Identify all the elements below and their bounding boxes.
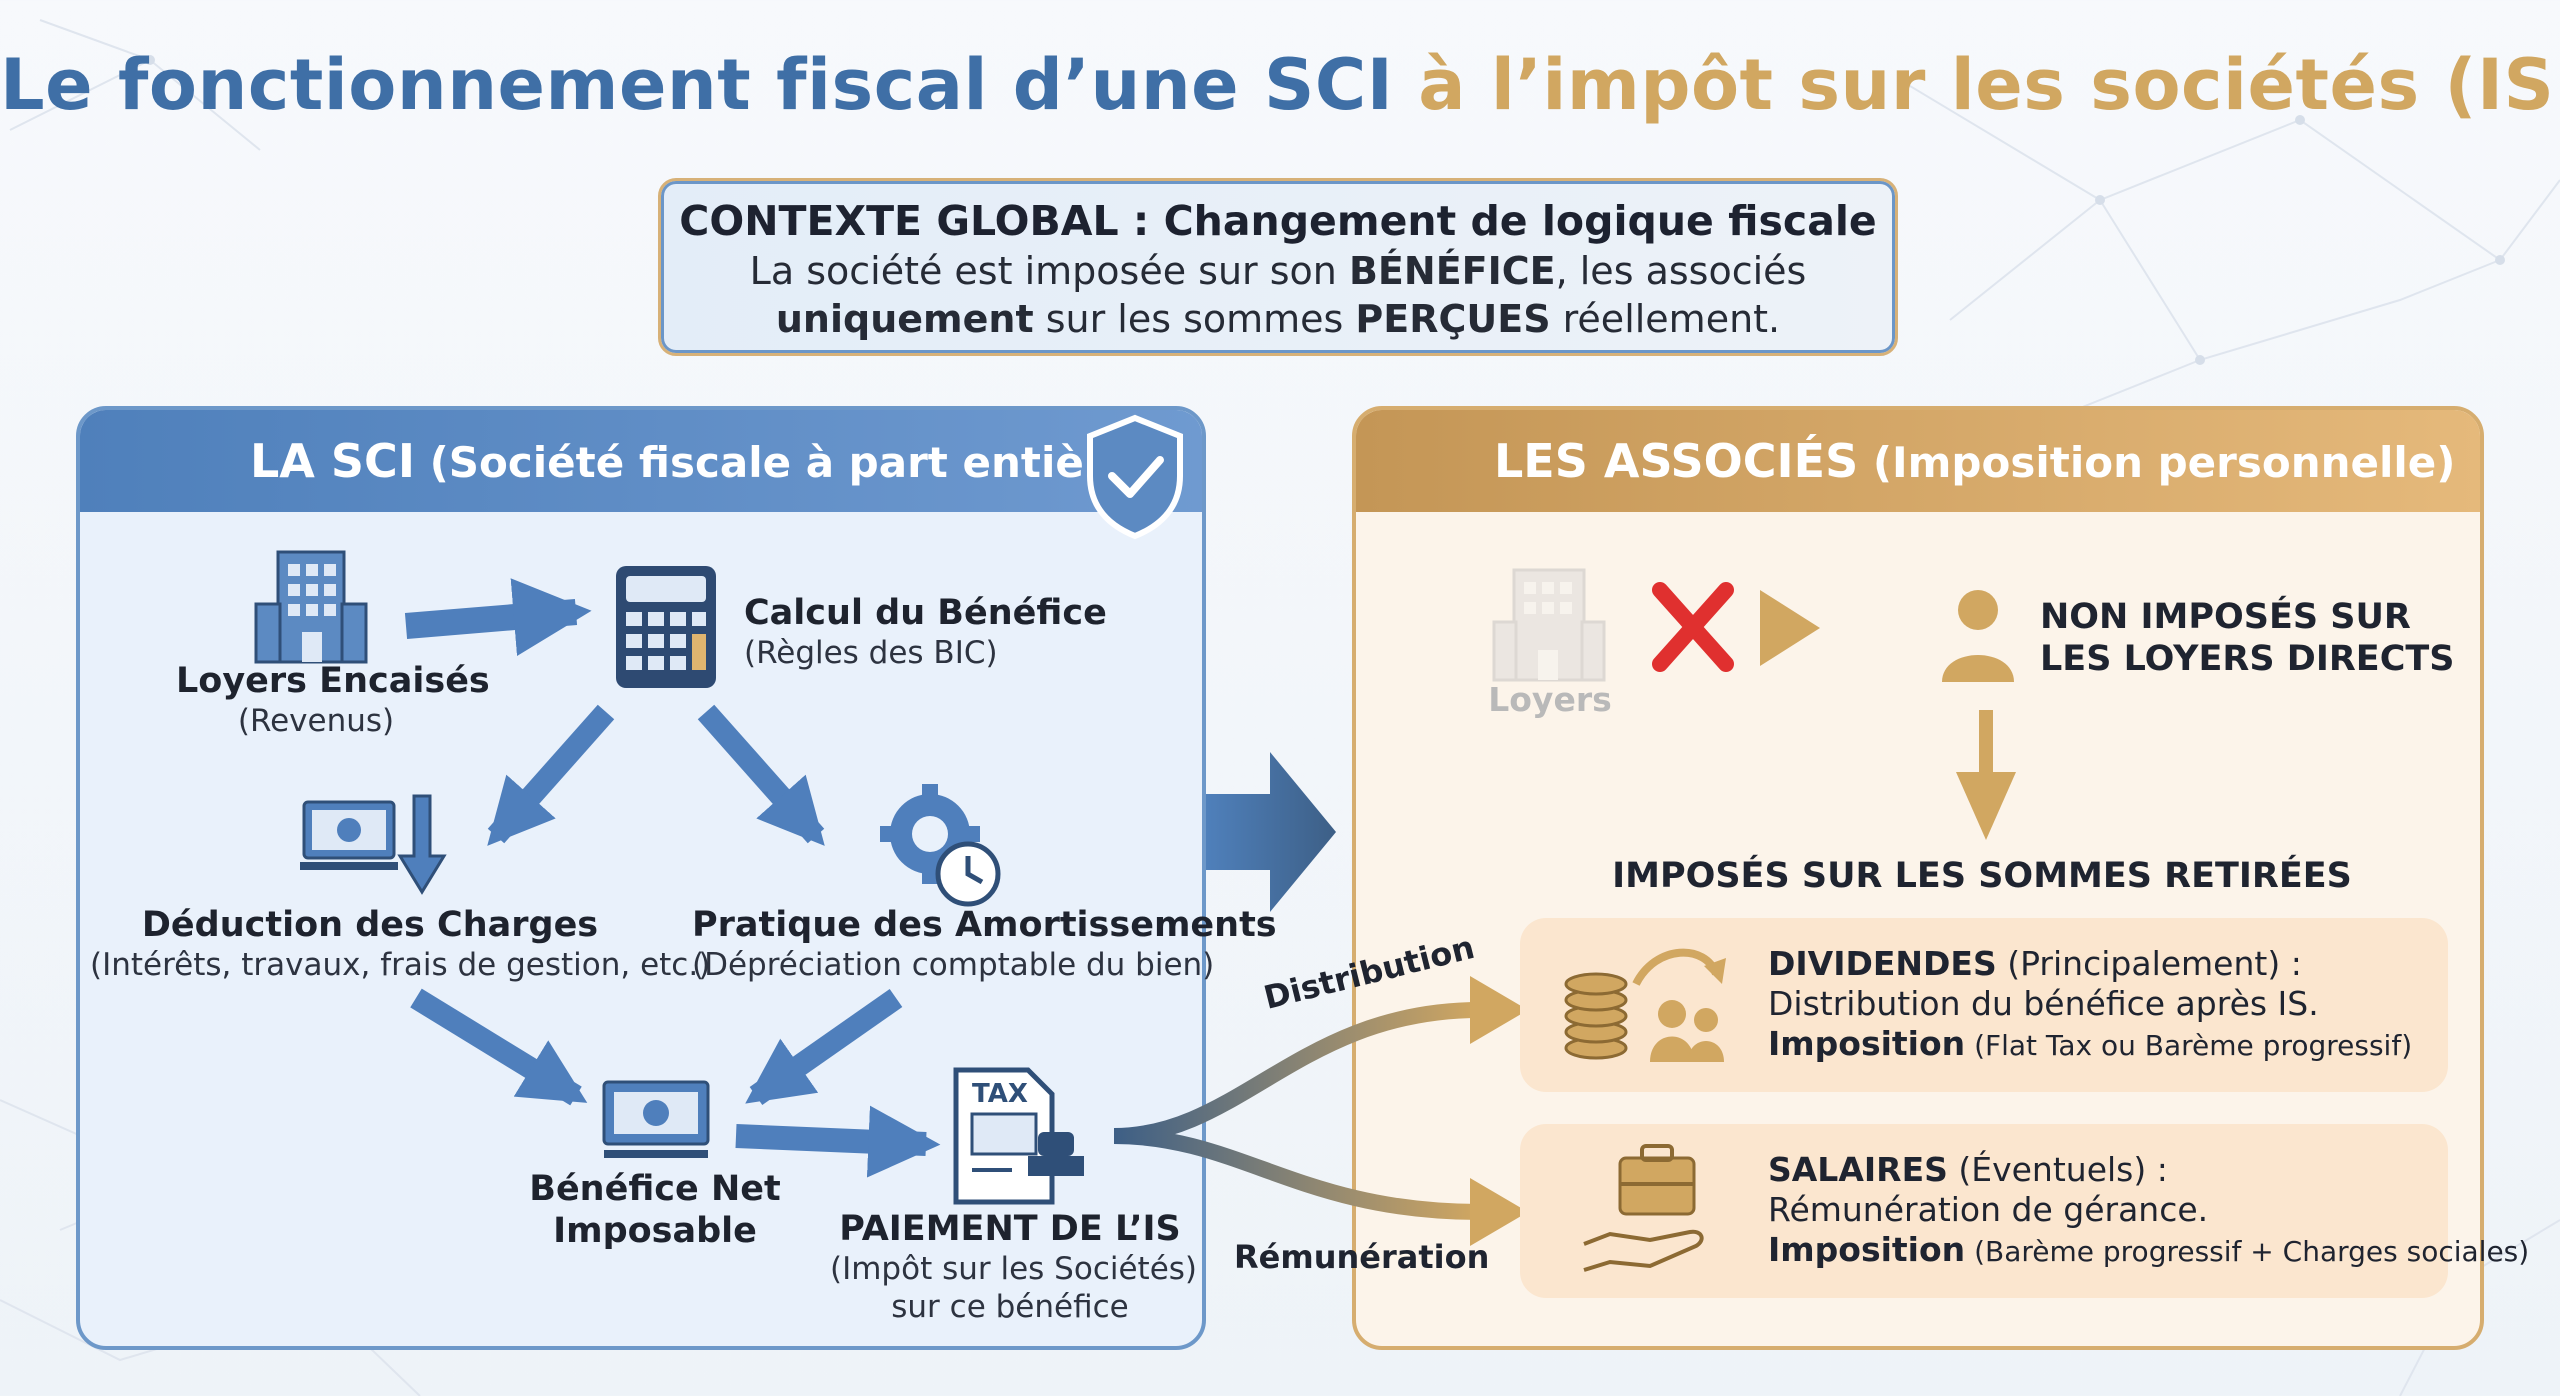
dividendes-text: DIVIDENDES (Principalement) : Distributi… <box>1768 944 2412 1066</box>
title-part-2: à l’impôt sur les sociétés (IS) <box>1418 44 2560 126</box>
context-line-2: La société est imposée sur son BÉNÉFICE,… <box>661 247 1895 295</box>
context-line-3: uniquement sur les sommes PERÇUES réelle… <box>661 295 1895 343</box>
non-imposes-line-1: NON IMPOSÉS SUR <box>2040 597 2411 637</box>
page-title: Le fonctionnement fiscal d’une SCI à l’i… <box>0 44 2560 126</box>
node-calcul-title: Calcul du Bénéfice <box>744 593 1107 633</box>
cross-icon <box>1652 582 1734 672</box>
building-icon <box>254 550 368 664</box>
associes-upper-diagram <box>1492 568 2016 840</box>
ctx-bold: BÉNÉFICE <box>1348 249 1556 293</box>
associes-header-main: LES ASSOCIÉS <box>1494 434 1859 488</box>
tax-icon-text: TAX <box>972 1079 1028 1109</box>
node-amortissements-sub: (Dépréciation comptable du bien) <box>692 947 1215 983</box>
node-benefice-title-2: Imposable <box>553 1211 757 1251</box>
non-imposes-block: NON IMPOSÉS SUR LES LOYERS DIRECTS <box>2040 596 2454 680</box>
title-part-1: Le fonctionnement fiscal d’une SCI <box>0 44 1394 126</box>
context-box: CONTEXTE GLOBAL : Changement de logique … <box>658 178 1898 356</box>
salaires-imposition-note: (Barème progressif + Charges sociales) <box>1965 1235 2530 1268</box>
dividendes-line-2: Distribution du bénéfice après IS. <box>1768 984 2319 1023</box>
salaires-line-2: Rémunération de gérance. <box>1768 1190 2209 1229</box>
node-calcul: Calcul du Bénéfice (Règles des BIC) <box>744 592 1107 672</box>
node-benefice-title-1: Bénéfice Net <box>529 1169 781 1209</box>
person-icon <box>1942 590 2014 682</box>
salaires-imposition: Imposition <box>1768 1230 1966 1269</box>
faded-loyers-label: Loyers <box>1488 680 1612 719</box>
node-deduction-title: Déduction des Charges <box>141 905 599 945</box>
cash-benefice-icon <box>602 1080 710 1158</box>
faded-building-icon <box>1492 568 1606 682</box>
payout-flows <box>1113 976 1528 1246</box>
shield-check-icon <box>1087 414 1183 540</box>
sci-flow-diagram: TAX <box>254 550 1084 1205</box>
dividendes-title-note: (Principalement) : <box>1996 944 2302 983</box>
ctx-text: sur les sommes <box>1033 297 1356 341</box>
node-deduction-sub: (Intérêts, travaux, frais de gestion, et… <box>90 947 711 983</box>
transition-arrow <box>1206 752 1336 912</box>
context-heading: CONTEXTE GLOBAL : Changement de logique … <box>679 197 1877 245</box>
ctx-text: La société est imposée sur son <box>749 249 1349 293</box>
node-calcul-sub: (Règles des BIC) <box>744 635 998 671</box>
node-benefice: Bénéfice Net Imposable <box>510 1168 800 1252</box>
sci-header-sub: (Société fiscale à part entière) <box>429 438 1153 487</box>
node-amortissements: Pratique des Amortissements (Dépréciatio… <box>692 904 1277 984</box>
ctx-text: , les associés <box>1555 249 1807 293</box>
node-loyers: Loyers Encaisés (Revenus) <box>176 660 490 740</box>
node-amortissements-title: Pratique des Amortissements <box>692 905 1277 945</box>
sci-panel-header: LA SCI (Société fiscale à part entière) <box>80 410 1202 512</box>
dividendes-title: DIVIDENDES <box>1768 944 1997 983</box>
salaires-line-3: Imposition (Barème progressif + Charges … <box>1768 1230 2529 1272</box>
salaires-title: SALAIRES <box>1768 1150 1948 1189</box>
sci-header-main: LA SCI <box>250 434 415 488</box>
node-paiement-sub-2: sur ce bénéfice <box>891 1289 1129 1325</box>
dividendes-imposition-note: (Flat Tax ou Barème progressif) <box>1965 1029 2413 1062</box>
associes-panel-header: LES ASSOCIÉS (Imposition personnelle) <box>1356 410 2480 512</box>
node-paiement: PAIEMENT DE L’IS (Impôt sur les Sociétés… <box>830 1208 1198 1326</box>
tax-document-icon: TAX <box>953 1067 1084 1205</box>
non-imposes-line-2: LES LOYERS DIRECTS <box>2040 639 2455 679</box>
dividendes-line-1: DIVIDENDES (Principalement) : <box>1768 944 2412 984</box>
salaires-title-note: (Éventuels) : <box>1947 1150 2168 1189</box>
briefcase-hand-icon <box>1583 1144 1704 1272</box>
calculator-icon <box>616 566 716 688</box>
card-salaires: SALAIRES (Éventuels) : Rémunération de g… <box>1520 1124 2529 1298</box>
associes-header-sub: (Imposition personnelle) <box>1872 438 2456 487</box>
dividendes-imposition: Imposition <box>1768 1024 1966 1063</box>
node-loyers-title: Loyers Encaisés <box>176 661 490 701</box>
gears-clock-icon <box>880 784 1001 907</box>
label-remuneration: Rémunération <box>1234 1238 1490 1276</box>
coins-people-icon <box>1564 948 1726 1062</box>
card-dividendes: DIVIDENDES (Principalement) : Distributi… <box>1520 918 2448 1092</box>
node-loyers-sub: (Revenus) <box>237 703 395 739</box>
node-paiement-sub-1: (Impôt sur les Sociétés) <box>830 1251 1198 1287</box>
cash-deduction-icon <box>300 794 447 895</box>
ctx-text: réellement. <box>1550 297 1781 341</box>
imposes-label: IMPOSÉS SUR LES SOMMES RETIRÉES <box>1612 856 2352 896</box>
node-paiement-title: PAIEMENT DE L’IS <box>839 1209 1181 1249</box>
ctx-bold: uniquement <box>775 297 1034 341</box>
ctx-bold: PERÇUES <box>1355 297 1551 341</box>
node-deduction: Déduction des Charges (Intérêts, travaux… <box>90 904 711 984</box>
salaires-line-1: SALAIRES (Éventuels) : <box>1768 1150 2529 1190</box>
salaires-text: SALAIRES (Éventuels) : Rémunération de g… <box>1768 1150 2529 1272</box>
dividendes-line-3: Imposition (Flat Tax ou Barème progressi… <box>1768 1024 2412 1066</box>
